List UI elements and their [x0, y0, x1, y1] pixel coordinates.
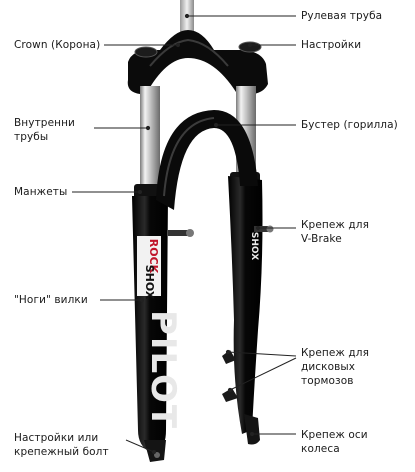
bottom-bolt — [154, 452, 160, 458]
vbrake-post-right — [254, 225, 274, 233]
brand-decal-bg — [137, 236, 161, 296]
side-decal: SHOX — [249, 232, 259, 260]
label-adjusters-top: Настройки — [301, 39, 362, 51]
label-crown: Crown (Корона) — [14, 39, 101, 51]
label-disc-brake-mount: Крепеж для дисковых тормозов — [301, 347, 369, 387]
label-inner-tubes: Внутренни трубы — [14, 117, 75, 143]
inner-tube-left — [140, 86, 160, 206]
label-booster: Бустер (горилла) — [301, 119, 398, 131]
fork-leg-right — [228, 176, 263, 434]
label-fork-legs: "Ноги" вилки — [14, 294, 88, 306]
crown — [127, 30, 268, 95]
label-boots: Манжеты — [14, 186, 68, 198]
leader-lines — [72, 13, 297, 455]
vbrake-post-left — [168, 229, 194, 237]
brand-line1: ROCK — [147, 239, 160, 274]
brand-line2: SHOX — [143, 265, 156, 300]
disc-mount-tabs — [222, 350, 238, 402]
label-axle-mount: Крепеж оси колеса — [301, 429, 368, 455]
adjuster-knob-left — [134, 46, 158, 58]
label-bottom-adjuster: Настройки или крепежный болт — [14, 432, 109, 458]
label-steerer-tube: Рулевая труба — [301, 10, 383, 22]
label-vbrake-mount: Крепеж для V-Brake — [301, 219, 369, 245]
model-name: PILOT — [143, 310, 183, 430]
dropout-right — [244, 414, 260, 445]
